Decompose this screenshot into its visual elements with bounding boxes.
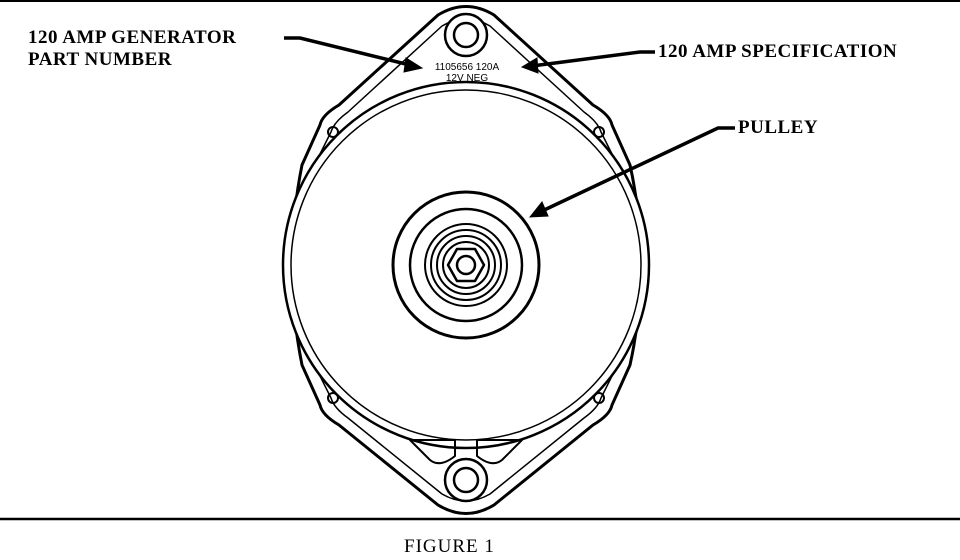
pulley-hub-3 [436, 235, 496, 295]
part-number-callout-line1: 120 AMP GENERATOR [28, 27, 237, 48]
bolt-upper-left [327, 126, 339, 138]
pulley-hub-2 [430, 229, 502, 301]
leader-lines [284, 36, 735, 218]
bolt-upper-right [593, 126, 605, 138]
part-number-callout-line2: PART NUMBER [28, 49, 172, 70]
bottom-mount-hole [452, 466, 480, 494]
pulley-outer-rim [391, 190, 541, 340]
part-number-callout: 120 AMP GENERATOR PART NUMBER [28, 27, 236, 71]
bottom-mount-ear [443, 457, 489, 503]
leader-amp-spec [531, 50, 655, 68]
top-mount-ear [443, 12, 489, 58]
shaft-hex-nut [446, 247, 486, 283]
pulley-hub-4 [442, 241, 490, 289]
vent-slot-left [409, 439, 456, 465]
leader-part-number [284, 36, 415, 68]
pulley-hub-1 [424, 223, 508, 307]
arrowhead-pulley [528, 201, 549, 218]
arrowhead-amp-spec [520, 57, 539, 74]
generator-housing [281, 5, 651, 515]
pulley-groove [408, 207, 524, 323]
leader-pulley [539, 126, 735, 214]
vent-slot-right [476, 439, 523, 465]
front-face-inner [290, 89, 642, 441]
top-mount-hole [452, 21, 480, 49]
pulley-callout: PULLEY [738, 117, 819, 138]
bolt-lower-left [327, 392, 339, 404]
housing-stamp-line2: 12V NEG [445, 73, 489, 84]
shaft-end [455, 254, 477, 276]
figure-caption: FIGURE 1 [404, 536, 495, 557]
arrowhead-part-number [403, 57, 424, 73]
amp-spec-callout: 120 AMP SPECIFICATION [658, 41, 898, 62]
bolt-lower-right [593, 392, 605, 404]
housing-stamp-line1: 1105656 120A [434, 62, 500, 73]
housing-stamp: 1105656 120A 12V NEG [420, 62, 514, 84]
